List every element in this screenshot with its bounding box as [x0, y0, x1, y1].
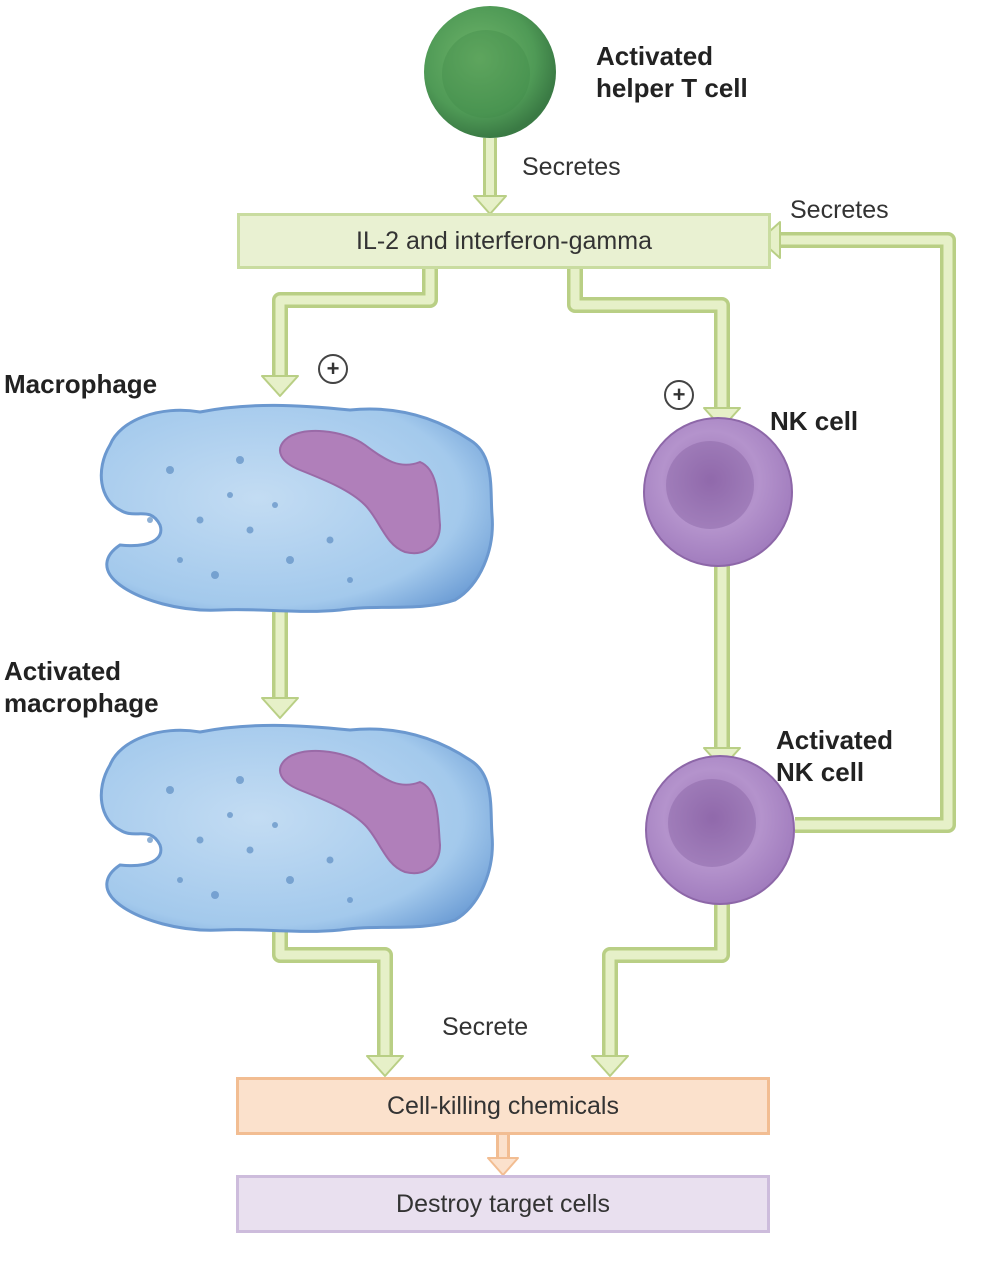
cytokines-label: IL-2 and interferon-gamma: [356, 226, 652, 255]
cytokines-box: IL-2 and interferon-gamma: [237, 213, 771, 269]
arrow-nk-to-chemicals: [591, 898, 730, 1077]
arrow-cytokines-to-nk: [567, 269, 741, 429]
secretes-right-label: Secretes: [790, 196, 889, 224]
activated-macrophage-line2: macrophage: [4, 688, 159, 718]
arrow-chemicals-to-destroy: [487, 1135, 519, 1176]
arrow-macrophage-to-chemicals: [272, 920, 404, 1077]
macrophage-cell: [99, 403, 494, 613]
stimulation-plus-icon-nk: +: [664, 380, 694, 410]
activated-nk-line2: NK cell: [776, 757, 865, 787]
activated-nk-line1: Activated: [776, 725, 894, 755]
arrow-nk-to-activated: [703, 560, 741, 769]
activated-macrophage-line1: Activated: [4, 656, 122, 686]
secretes-top-label: Secretes: [522, 153, 621, 181]
destroy-target-cells-label: Destroy target cells: [396, 1189, 610, 1218]
secrete-label: Secrete: [442, 1013, 529, 1041]
cell-killing-chemicals-label: Cell-killing chemicals: [386, 1091, 619, 1120]
destroy-target-cells-box: Destroy target cells: [236, 1175, 770, 1233]
arrow-t-to-cytokines: [473, 138, 507, 215]
macrophage-label: Macrophage: [4, 369, 158, 399]
helper-t-cell: [424, 6, 556, 138]
nk-cell-label: NK cell: [770, 406, 859, 436]
helper-t-label-line2: helper T cell: [596, 73, 748, 103]
nk-cell: [643, 417, 793, 567]
arrow-macrophage-to-activated: [261, 605, 299, 719]
activated-nk-label: Activated NK cell: [776, 724, 893, 788]
helper-t-label-line1: Activated: [596, 41, 714, 71]
stimulation-plus-icon-macrophage: +: [318, 354, 348, 384]
activated-macrophage-cell: [99, 723, 494, 933]
cell-killing-chemicals-box: Cell-killing chemicals: [236, 1077, 770, 1135]
helper-t-label: Activated helper T cell: [596, 40, 748, 104]
arrow-cytokines-to-macrophage: [261, 269, 438, 397]
activated-nk-cell: [645, 755, 795, 905]
activated-macrophage-label: Activated macrophage: [4, 655, 159, 719]
